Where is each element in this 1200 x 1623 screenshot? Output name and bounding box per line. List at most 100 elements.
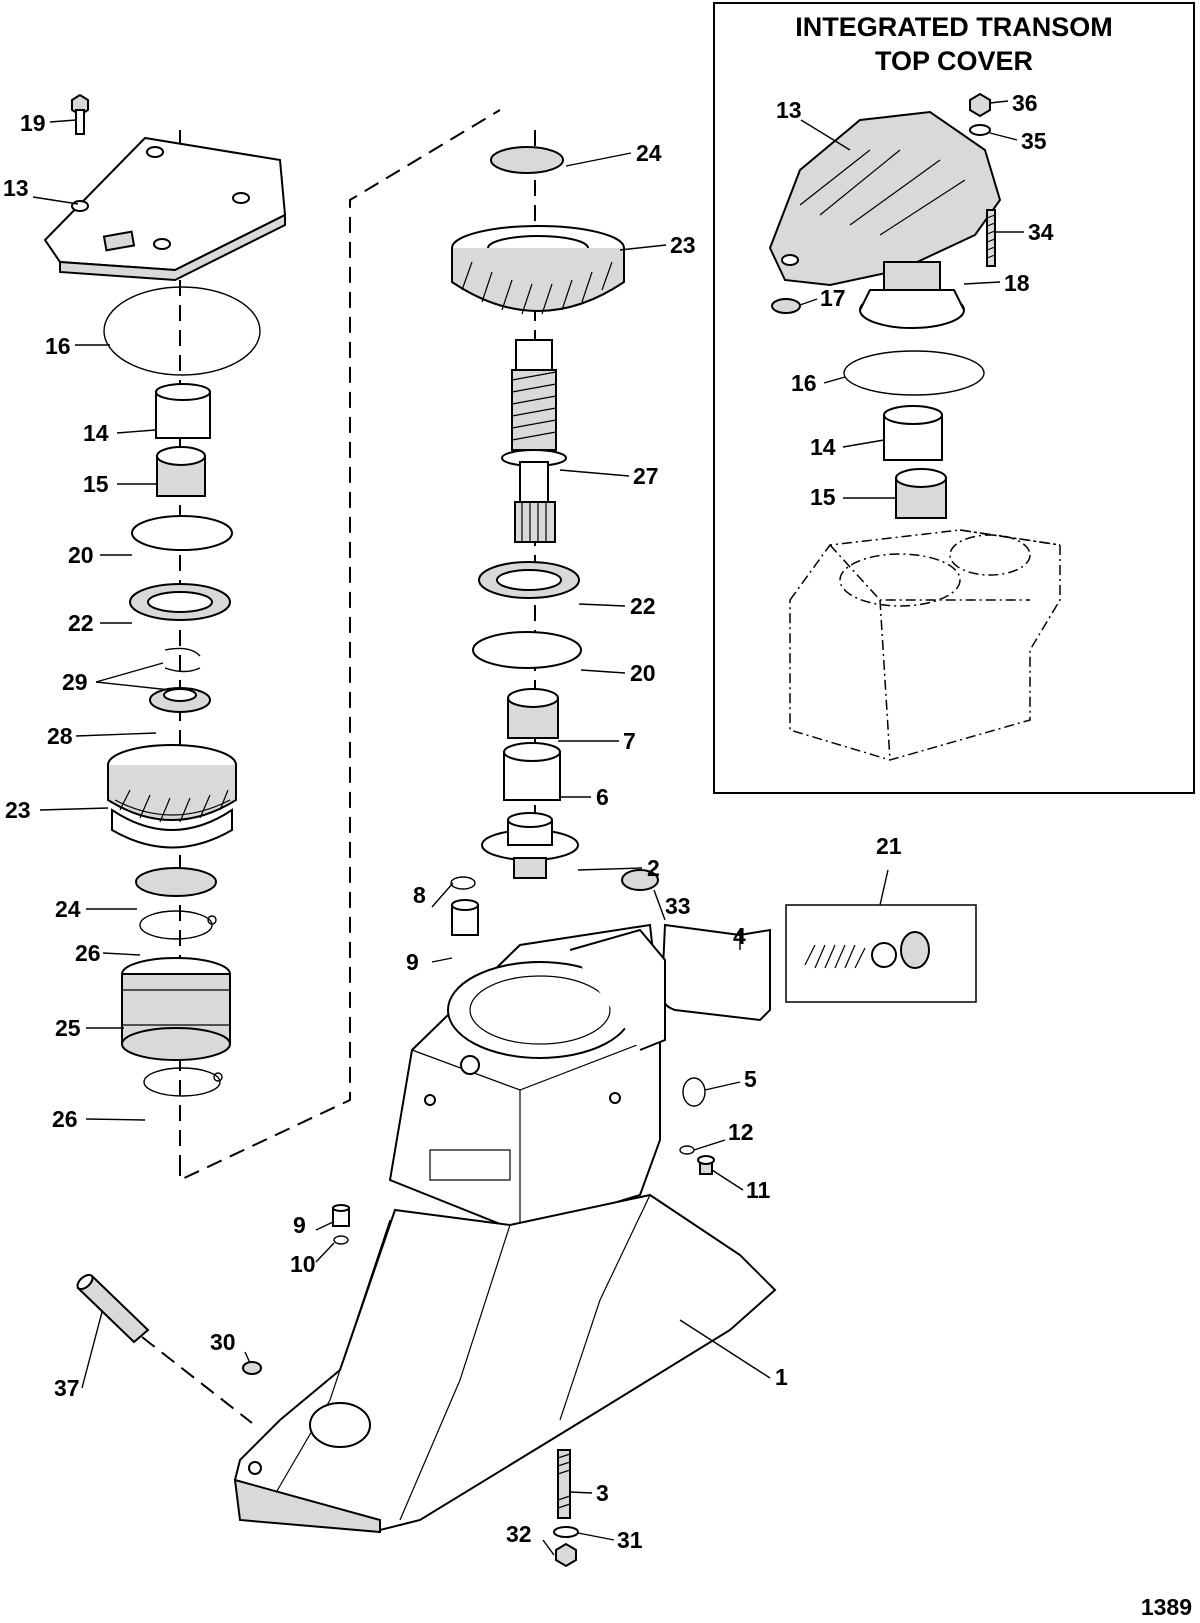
bearing-7 [507, 688, 559, 739]
callout-15-inset: 15 [810, 484, 836, 510]
callout-7: 7 [623, 728, 636, 754]
inset-flange-part [859, 261, 965, 329]
callout-18: 18 [1004, 270, 1030, 296]
callout-28: 28 [47, 723, 73, 749]
callout-14-left: 14 [83, 420, 109, 446]
callout-34: 34 [1028, 219, 1054, 245]
callout-17: 17 [820, 285, 846, 311]
inset-bushing-14 [883, 405, 943, 461]
callout-30: 30 [210, 1329, 236, 1355]
cover-13-part [43, 136, 287, 282]
callout-35: 35 [1021, 128, 1047, 154]
sleeve-9-lower [332, 1204, 350, 1227]
callout-36: 36 [1012, 90, 1038, 116]
race-28 [149, 687, 211, 713]
washer-12 [679, 1145, 695, 1155]
bushing-6 [503, 742, 561, 801]
callout-21: 21 [876, 833, 902, 859]
pin-37 [76, 1273, 150, 1344]
callout-29: 29 [62, 669, 88, 695]
bolt-19-part [71, 93, 89, 135]
callout-20-left: 20 [68, 542, 94, 568]
thrust-bearing-22-center [478, 561, 580, 599]
cap-33 [621, 869, 659, 891]
callout-20-center: 20 [630, 660, 656, 686]
callout-37: 37 [54, 1375, 80, 1401]
callout-24-center: 24 [636, 140, 662, 166]
callout-14-inset: 14 [810, 434, 836, 460]
figure-number: 1389 [1141, 1594, 1192, 1620]
shaft-27 [501, 339, 567, 543]
inset-ghost-housing [789, 529, 1061, 761]
callout-13-cover: 13 [3, 175, 29, 201]
inset-top-cover-part [768, 110, 1002, 287]
callout-24-left: 24 [55, 896, 81, 922]
clip-30 [242, 1361, 262, 1375]
inset-integrated-transom-top-cover: INTEGRATED TRANSOM TOP COVER [713, 2, 1195, 794]
callout-23-left: 23 [5, 797, 31, 823]
callout-2: 2 [647, 855, 660, 881]
callout-25: 25 [55, 1015, 81, 1041]
callout-6: 6 [596, 784, 609, 810]
washer-31 [553, 1526, 579, 1538]
housing-1 [233, 923, 777, 1534]
oring-16-left [103, 286, 261, 376]
callout-22-left: 22 [68, 610, 94, 636]
callout-4: 4 [733, 923, 746, 949]
shim-24-left [135, 867, 217, 897]
callout-32: 32 [506, 1521, 532, 1547]
callout-23-center: 23 [670, 232, 696, 258]
sleeve-9-upper [451, 899, 479, 936]
inset-nut-washer-part [969, 92, 991, 136]
callout-27: 27 [633, 463, 659, 489]
plug-11 [697, 1155, 715, 1175]
callout-11: 11 [746, 1177, 771, 1203]
callout-12: 12 [728, 1119, 754, 1145]
retaining-ring-26-top [139, 910, 217, 940]
callout-16-left: 16 [45, 333, 71, 359]
callout-33: 33 [665, 893, 691, 919]
nut-32 [555, 1542, 577, 1568]
oring-5 [682, 1077, 706, 1107]
callout-labels: 19 13 16 14 15 20 22 29 28 23 24 26 25 2… [3, 90, 1054, 1553]
inset-title-line1: INTEGRATED TRANSOM [795, 12, 1113, 42]
gear-23-center [451, 225, 625, 315]
callout-26-bottom: 26 [52, 1106, 78, 1132]
retaining-ring-29 [164, 647, 201, 673]
washer-20-left [131, 515, 233, 551]
inset-oring-16 [843, 350, 985, 396]
callout-31: 31 [617, 1527, 643, 1553]
callout-26-top: 26 [75, 940, 101, 966]
callout-8: 8 [413, 882, 426, 908]
callout-19: 19 [20, 110, 46, 136]
bearing-15-left [156, 446, 206, 497]
inset-title-line2: TOP COVER [875, 46, 1033, 76]
leader-lines [32, 100, 1024, 1556]
callout-15-left: 15 [83, 471, 109, 497]
callout-3: 3 [596, 1480, 609, 1506]
oring-10 [333, 1235, 349, 1245]
assembly-path-dashed [179, 109, 501, 1182]
callout-16-inset: 16 [791, 370, 817, 396]
inset-washer-17 [771, 298, 801, 314]
callout-13-inset: 13 [776, 97, 802, 123]
inset-stud-part [986, 209, 996, 267]
washer-20-center [472, 631, 582, 669]
callout-1: 1 [775, 1364, 788, 1390]
retaining-ring-26-bottom [143, 1067, 223, 1097]
stud-3 [557, 1449, 571, 1519]
shim-24-center [490, 146, 564, 174]
callout-9-lower: 9 [293, 1212, 306, 1238]
carrier-2 [481, 812, 579, 879]
callout-9-upper: 9 [406, 949, 419, 975]
bushing-14-left [155, 383, 211, 439]
inset-bearing-15 [895, 468, 947, 519]
callout-10: 10 [290, 1251, 316, 1277]
oring-8 [450, 876, 476, 890]
callout-5: 5 [744, 1066, 757, 1092]
gasket-4 [660, 923, 771, 1022]
bearing-25 [121, 957, 231, 1061]
check-valve-21 [785, 904, 977, 1003]
gear-23-left [107, 744, 237, 849]
